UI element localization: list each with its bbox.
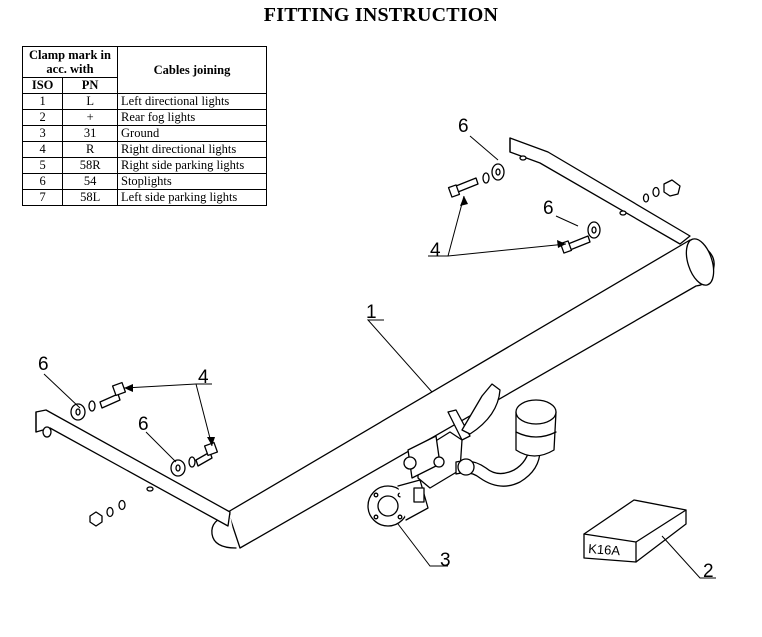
left-bolt-set-upper <box>70 381 127 421</box>
table-row: 2+Rear fog lights <box>21 109 267 126</box>
leader-lines <box>43 135 716 579</box>
callout-bolts-right: 4 <box>430 240 441 261</box>
left-bolt-set-lower <box>170 441 219 477</box>
cable-cell: Right side parking lights <box>117 157 267 174</box>
callout-washer-right-top: 6 <box>458 116 469 137</box>
cable-cell: Right directional lights <box>117 141 267 158</box>
clamp-mark-header: Clamp mark in acc. with <box>22 46 118 78</box>
callout-socket-plate: 3 <box>440 550 451 571</box>
pn-header: PN <box>62 77 118 94</box>
callout-bolts-left: 4 <box>198 367 209 388</box>
cable-cell: Rear fog lights <box>117 109 267 126</box>
callout-crossbar: 1 <box>366 302 377 323</box>
right-bolt-set-upper <box>447 163 505 198</box>
pn-cell: 58R <box>62 157 118 174</box>
crossbar-tube <box>211 238 715 549</box>
iso-cell: 4 <box>21 141 64 158</box>
page-title: FITTING INSTRUCTION <box>263 4 499 26</box>
right-bolt-set-lower <box>559 221 601 254</box>
cables-joining-table: Clamp mark in acc. with Cables joining I… <box>21 46 267 206</box>
iso-cell: 7 <box>21 189 64 206</box>
tow-ball <box>455 399 557 487</box>
callout-washer-left-mid: 6 <box>138 414 149 435</box>
leader-arrowheads <box>124 196 566 446</box>
left-nut-set <box>89 499 126 527</box>
callout-washer-right-mid: 6 <box>543 198 554 219</box>
kit-box-label: K16A <box>588 541 621 558</box>
neck-mount-plates <box>403 383 501 489</box>
socket-plate <box>367 479 429 527</box>
callout-kit-box: 2 <box>703 561 714 582</box>
kit-box <box>583 499 687 563</box>
cable-cell: Left side parking lights <box>117 189 267 206</box>
right-nut-set <box>642 179 681 203</box>
left-mounting-bracket <box>35 409 231 527</box>
right-mounting-bracket <box>509 137 691 245</box>
callout-washer-left-top: 6 <box>38 354 49 375</box>
